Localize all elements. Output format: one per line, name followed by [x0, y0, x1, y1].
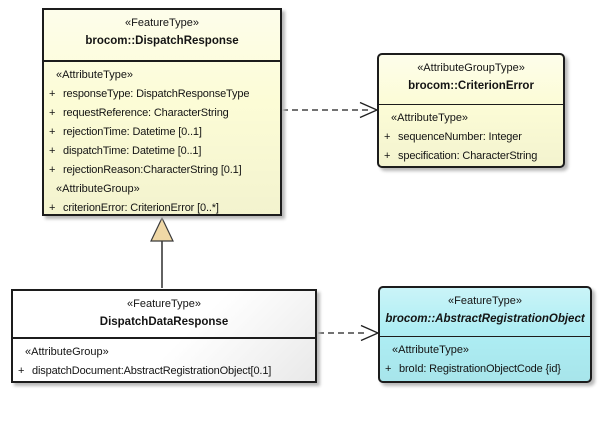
visibility-plus: +	[385, 363, 392, 375]
attribute-row[interactable]: + rejectionReason:CharacterString [0.1]	[44, 161, 280, 180]
class-name: DispatchDataResponse	[99, 316, 229, 328]
attribute-text: rejectionReason:CharacterString [0.1]	[63, 164, 242, 176]
attribute-row[interactable]: + dispatchTime: Datetime [0..1]	[44, 142, 280, 161]
class-name: brocom::CriterionError	[408, 80, 534, 92]
attribute-row[interactable]: + specification: CharacterString	[379, 147, 563, 166]
section-stereotype: «AttributeGroup»	[56, 183, 140, 195]
attribute-text: specification: CharacterString	[398, 150, 538, 162]
class-header: «FeatureType» brocom::DispatchResponse	[44, 10, 280, 60]
attribute-text: dispatchDocument:AbstractRegistrationObj…	[32, 365, 272, 377]
visibility-plus: +	[49, 164, 56, 176]
section-stereotype: «AttributeGroup»	[25, 346, 109, 358]
attribute-text: sequenceNumber: Integer	[398, 131, 522, 143]
class-attributes-compartment: «AttributeType» + broId: RegistrationObj…	[380, 336, 590, 379]
attribute-text: broId: RegistrationObjectCode {id}	[399, 363, 561, 375]
dependency-connector-abstract-registration-object[interactable]	[318, 324, 380, 342]
dependency-connector-criterion-error[interactable]	[282, 101, 379, 119]
generalization-triangle-icon	[150, 216, 174, 242]
visibility-plus: +	[49, 88, 56, 100]
attribute-text: dispatchTime: Datetime [0..1]	[63, 145, 202, 157]
attribute-row[interactable]: + rejectionTime: Datetime [0..1]	[44, 123, 280, 142]
visibility-plus: +	[18, 365, 25, 377]
visibility-plus: +	[384, 131, 391, 143]
attribute-row[interactable]: + requestReference: CharacterString	[44, 104, 280, 123]
generalization-connector[interactable]	[150, 216, 174, 288]
class-abstract-registration-object[interactable]: «FeatureType» brocom::AbstractRegistrati…	[378, 286, 592, 383]
class-attributes-compartment: «AttributeGroup» + dispatchDocument:Abst…	[13, 337, 315, 381]
attribute-text: requestReference: CharacterString	[63, 107, 229, 119]
visibility-plus: +	[49, 202, 56, 214]
attribute-text: rejectionTime: Datetime [0..1]	[63, 126, 202, 138]
class-stereotype: «FeatureType»	[448, 295, 522, 307]
class-name: brocom::AbstractRegistrationObject	[385, 313, 585, 325]
class-header: «AttributeGroupType» brocom::CriterionEr…	[379, 55, 563, 104]
class-attributes-compartment: «AttributeType» + responseType: Dispatch…	[44, 60, 280, 218]
attribute-row[interactable]: + responseType: DispatchResponseType	[44, 85, 280, 104]
class-criterion-error[interactable]: «AttributeGroupType» brocom::CriterionEr…	[377, 53, 565, 168]
class-dispatch-data-response[interactable]: «FeatureType» DispatchDataResponse «Attr…	[11, 289, 317, 383]
attribute-row[interactable]: + sequenceNumber: Integer	[379, 128, 563, 147]
class-header: «FeatureType» brocom::AbstractRegistrati…	[380, 288, 590, 336]
attribute-text: criterionError: CriterionError [0..*]	[63, 202, 219, 214]
visibility-plus: +	[384, 150, 391, 162]
class-dispatch-response[interactable]: «FeatureType» brocom::DispatchResponse «…	[42, 8, 282, 216]
section-stereotype: «AttributeType»	[391, 112, 469, 124]
visibility-plus: +	[49, 126, 56, 138]
attribute-row[interactable]: + criterionError: CriterionError [0..*]	[44, 199, 280, 218]
attribute-row[interactable]: + broId: RegistrationObjectCode {id}	[380, 360, 590, 379]
class-name: brocom::DispatchResponse	[85, 35, 239, 47]
attribute-text: responseType: DispatchResponseType	[63, 88, 250, 100]
section-stereotype: «AttributeType»	[392, 344, 470, 356]
class-stereotype: «FeatureType»	[127, 298, 201, 310]
visibility-plus: +	[49, 145, 56, 157]
visibility-plus: +	[49, 107, 56, 119]
attribute-row[interactable]: + dispatchDocument:AbstractRegistrationO…	[13, 362, 315, 381]
class-stereotype: «AttributeGroupType»	[417, 62, 525, 74]
section-stereotype: «AttributeType»	[56, 69, 134, 81]
class-stereotype: «FeatureType»	[125, 17, 199, 29]
class-attributes-compartment: «AttributeType» + sequenceNumber: Intege…	[379, 104, 563, 166]
class-header: «FeatureType» DispatchDataResponse	[13, 291, 315, 337]
